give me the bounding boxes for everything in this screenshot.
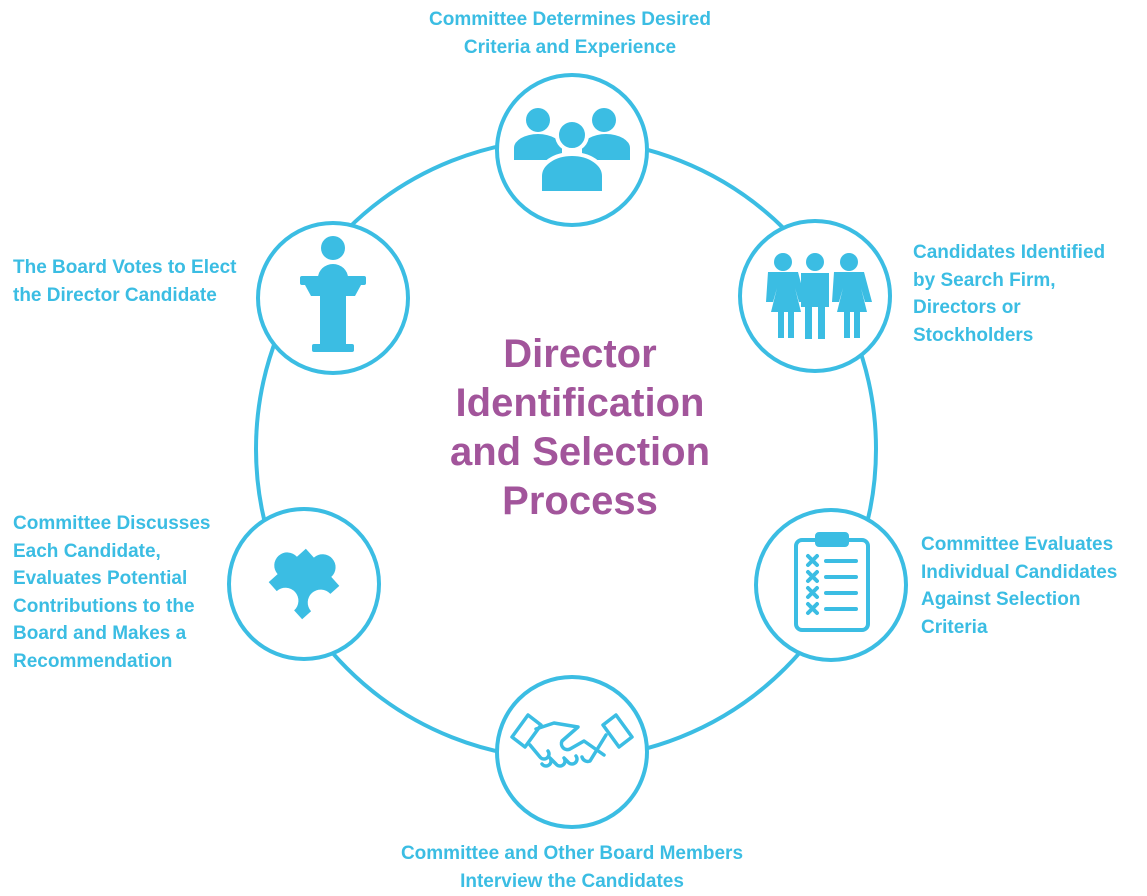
center-title: Director Identification and Selection Pr… <box>390 330 770 526</box>
step-2-node <box>738 219 892 373</box>
step-1-label: Committee Determines Desired Criteria an… <box>429 9 711 58</box>
step-4-node <box>495 675 649 829</box>
step-3-node <box>754 508 908 662</box>
center-title-line: Director <box>503 332 657 376</box>
center-title-line: Identification <box>455 381 705 425</box>
step-6-node <box>256 221 410 375</box>
handshake-icon <box>510 713 634 768</box>
people-icon <box>766 253 872 339</box>
clipboard-checklist-icon <box>794 532 870 632</box>
step-5-label: Committee Discusses Each Candidate, Eval… <box>13 513 211 672</box>
step-1-node <box>495 73 649 227</box>
podium-icon <box>300 236 366 352</box>
center-title-line: and Selection <box>449 430 711 474</box>
step-6-label: The Board Votes to Elect the Director Ca… <box>13 257 237 306</box>
step-4-label: Committee and Other Board Members Interv… <box>400 843 744 892</box>
group-icon <box>514 108 630 195</box>
step-5-node <box>227 507 381 661</box>
step-2-label: Candidates Identified by Search Firm, Di… <box>913 242 1106 346</box>
puzzle-piece-icon <box>268 548 340 620</box>
center-title-line: Process <box>502 479 658 523</box>
step-3-label: Committee Evaluates Individual Candidate… <box>921 534 1118 638</box>
